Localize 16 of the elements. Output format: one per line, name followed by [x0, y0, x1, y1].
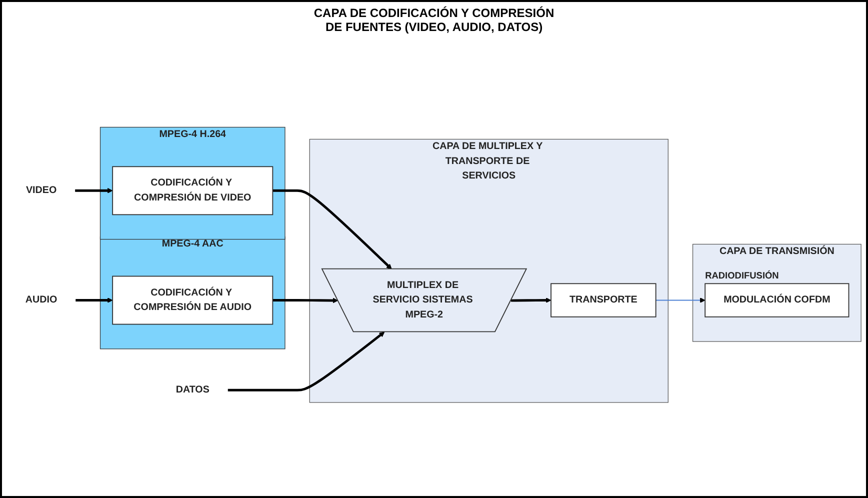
arrow — [272, 189, 392, 270]
node-text: VIDEO — [26, 185, 57, 196]
node-box: CODIFICACIÓN Y COMPRESIÓN DE AUDIO — [112, 276, 274, 325]
arrow — [510, 298, 552, 303]
node-box: CODIFICACIÓN Y COMPRESIÓN DE VIDEO — [112, 166, 274, 216]
node-box: TRANSPORTE — [550, 283, 656, 318]
node-text: DATOS — [176, 384, 210, 396]
node-text: AUDIO — [25, 294, 58, 306]
arrow — [272, 298, 338, 304]
node-caption: RADIODIFUSIÓN — [705, 270, 779, 281]
arrow — [228, 332, 385, 392]
arrow — [76, 298, 113, 303]
arrow — [655, 298, 706, 303]
layer-heading: CAPA DE CODIFICACIÓN Y COMPRESIÓN DE FUENTES (VIDEO, AUDIO, DATOS) — [312, 6, 556, 34]
arrow — [75, 188, 113, 194]
node-box: MODULACIÓN COFDM — [704, 283, 850, 318]
